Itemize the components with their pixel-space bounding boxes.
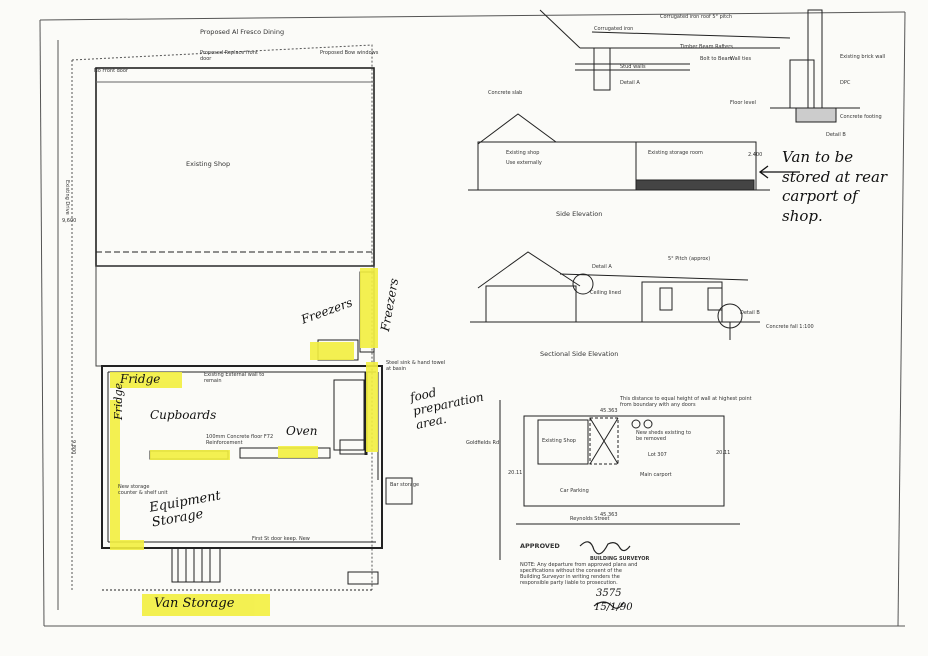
detail-floor-level: Floor level: [730, 100, 756, 106]
first-st-door-note: First St door keep. New: [252, 536, 310, 542]
site-dim-left: 20.11: [508, 470, 523, 476]
floor-plan-title: Proposed Al Fresco Dining: [200, 28, 285, 36]
site-main-carport: Main carport: [640, 472, 672, 478]
counter-note: New storage counter & shelf unit: [118, 484, 168, 496]
detail-wall-ties: Wall ties: [730, 56, 752, 62]
bar-storage-note: Bar storage: [390, 482, 420, 488]
bow-windows-note: Proposed Bow windows: [320, 50, 379, 56]
van-storage-note: Van to be stored at rear carport of shop…: [782, 148, 888, 225]
sectional-detail-b: Detail B: [740, 310, 760, 316]
oven-label: Oven: [286, 424, 318, 438]
detail-b-caption: Detail B: [826, 132, 846, 138]
no-front-door-note: No Front door: [94, 68, 128, 74]
site-distance-note: This distance to equal height of wall at…: [620, 396, 752, 408]
site-dim-right: 20.11: [716, 450, 731, 456]
dim-rear: 9,800: [70, 440, 76, 455]
stamp-date: 15/1/90: [594, 602, 633, 613]
stamp-number: 3575: [596, 588, 622, 599]
fridge-left-label: Fridge: [112, 382, 125, 420]
detail-timber-beam-note: Timber Beam Rafters: [680, 44, 733, 50]
side-elev-existing-shop: Existing shop: [506, 150, 540, 156]
sectional-elevation-drawing: [470, 251, 760, 340]
sectional-detail-a: Detail A: [592, 264, 612, 270]
side-elevation-drawing: [468, 113, 770, 191]
fridge-top-label: Fridge: [120, 372, 161, 386]
detail-roof-note: Corrugated iron roof 5° pitch: [660, 14, 733, 20]
detail-footing-note: Concrete footing: [840, 114, 882, 120]
external-wall-note: Existing External wall to remain: [204, 372, 265, 384]
signature-scribble: [579, 541, 631, 609]
side-elev-dim: 2.400: [748, 152, 763, 158]
highlighter-marks: [110, 268, 378, 616]
sheet-border: [39, 11, 906, 627]
site-car-parking: Car Parking: [560, 488, 589, 494]
detail-dpc-note: DPC: [840, 80, 851, 86]
detail-corrugated-note: Corrugated iron: [594, 26, 634, 32]
detail-brick-note: Existing brick wall: [840, 54, 886, 60]
cupboards-label: Cupboards: [150, 408, 217, 422]
site-rd: Goldfields Rd.: [466, 440, 501, 446]
stamp-notice: NOTE: Any departure from approved plans …: [520, 562, 638, 586]
stamp-surveyor: BUILDING SURVEYOR: [590, 556, 650, 562]
site-sheds-note: New sheds existing to be removed: [636, 430, 691, 442]
stamp-approved: APPROVED: [520, 542, 560, 550]
van-arrow: [758, 165, 800, 179]
detail-a-caption: Detail A: [620, 80, 640, 86]
replace-front-door-note: Proposed Replace front door: [200, 50, 258, 62]
detail-stud-walls-note: Stud walls: [620, 64, 646, 70]
side-elev-storage-note: Existing storage room: [648, 150, 703, 156]
site-plan-drawing: [499, 400, 740, 560]
sectional-elevation-caption: Sectional Side Elevation: [540, 350, 619, 358]
existing-shop-label: Existing Shop: [186, 160, 231, 168]
site-existing-shop: Existing Shop: [542, 438, 576, 444]
van-storage-label: Van Storage: [154, 596, 235, 611]
site-street: Reynolds Street: [570, 516, 610, 522]
detail-bolt-note: Bolt to Beam: [700, 56, 733, 62]
concrete-floor-note: 100mm Concrete floor F72 Reinforcement: [206, 434, 274, 446]
side-elevation-caption: Side Elevation: [556, 210, 603, 218]
existing-drive-label: Existing Drive: [64, 180, 70, 215]
dim-9600: 9,600: [62, 218, 77, 224]
fall-note: Concrete fall 1:100: [766, 324, 814, 330]
pitch-note: 5° Pitch (approx): [668, 256, 711, 262]
site-lot: Lot 307: [648, 452, 667, 458]
detail-b-drawing: [770, 9, 860, 123]
site-dim-bottom: 45.363: [600, 512, 618, 518]
steel-sink-note: Steel sink & hand towel at basin: [386, 360, 446, 372]
site-dim-top: 45.363: [600, 408, 618, 414]
side-elev-use-externally: Use externally: [506, 160, 542, 166]
detail-a-drawing: [539, 9, 791, 91]
ceiling-note: Ceiling lined: [590, 290, 621, 296]
detail-slab-note: Concrete slab: [488, 90, 523, 96]
